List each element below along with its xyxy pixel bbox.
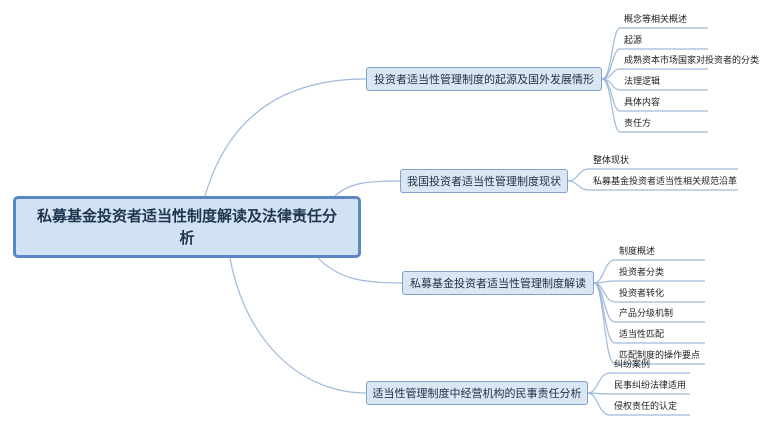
link-status-leaf-0 (567, 168, 590, 182)
leaf-overall-status[interactable]: 整体现状 (593, 156, 630, 166)
leaf-suitability-matching[interactable]: 适当性匹配 (619, 330, 665, 340)
link-root-branch-status (334, 180, 401, 197)
leaf-investor-conversion[interactable]: 投资者转化 (619, 289, 665, 299)
link-root-branch-interpretation (317, 257, 403, 284)
root-topic-label: 私募基金投资者适当性制度解读及法律责任分析 (36, 207, 337, 247)
branch-label: 私募基金投资者适当性管理制度解读 (410, 277, 586, 290)
leaf-legal-logic[interactable]: 法理逻辑 (624, 77, 661, 87)
leaf-system-overview[interactable]: 制度概述 (619, 247, 656, 257)
root-topic[interactable]: 私募基金投资者适当性制度解读及法律责任分析 (13, 196, 361, 258)
link-root-branch-origin (204, 78, 367, 197)
leaf-concept-overview[interactable]: 概念等相关概述 (624, 15, 688, 25)
link-root-branch-liability (229, 257, 367, 394)
link-status-leaf-1 (567, 180, 590, 191)
link-interpretation-leaf-5 (593, 282, 616, 365)
leaf-tort-liability[interactable]: 侵权责任的认定 (614, 402, 678, 412)
leaf-matching-key-points[interactable]: 匹配制度的操作要点 (619, 351, 701, 361)
link-liability-leaf-2 (587, 392, 611, 416)
link-liability-leaf-0 (587, 372, 611, 394)
link-origin-leaf-5 (601, 78, 621, 133)
branch-interpretation[interactable]: 私募基金投资者适当性管理制度解读 (402, 271, 594, 295)
branch-label: 适当性管理制度中经营机构的民事责任分析 (372, 387, 582, 400)
leaf-product-grading[interactable]: 产品分级机制 (619, 309, 674, 319)
branch-status[interactable]: 我国投资者适当性管理制度现状 (400, 169, 568, 193)
branch-label: 投资者适当性管理制度的起源及国外发展情形 (374, 73, 594, 86)
link-origin-leaf-0 (601, 27, 621, 80)
leaf-regulation-history[interactable]: 私募基金投资者适当性相关规范沿革 (593, 177, 738, 187)
branch-label: 我国投资者适当性管理制度现状 (407, 175, 561, 188)
link-interpretation-leaf-0 (593, 259, 616, 284)
branch-liability[interactable]: 适当性管理制度中经营机构的民事责任分析 (366, 381, 588, 405)
leaf-specific-content[interactable]: 具体内容 (624, 98, 661, 108)
leaf-civil-dispute-law[interactable]: 民事纠纷法律适用 (614, 381, 687, 391)
leaf-investor-classification-mature-markets[interactable]: 成熟资本市场国家对投资者的分类 (624, 56, 760, 66)
leaf-responsible-party[interactable]: 责任方 (624, 119, 652, 129)
leaf-origin[interactable]: 起源 (624, 36, 643, 46)
leaf-investor-classification[interactable]: 投资者分类 (619, 268, 665, 278)
branch-origin[interactable]: 投资者适当性管理制度的起源及国外发展情形 (366, 67, 602, 91)
leaf-dispute-cases[interactable]: 纠纷案例 (614, 360, 651, 370)
